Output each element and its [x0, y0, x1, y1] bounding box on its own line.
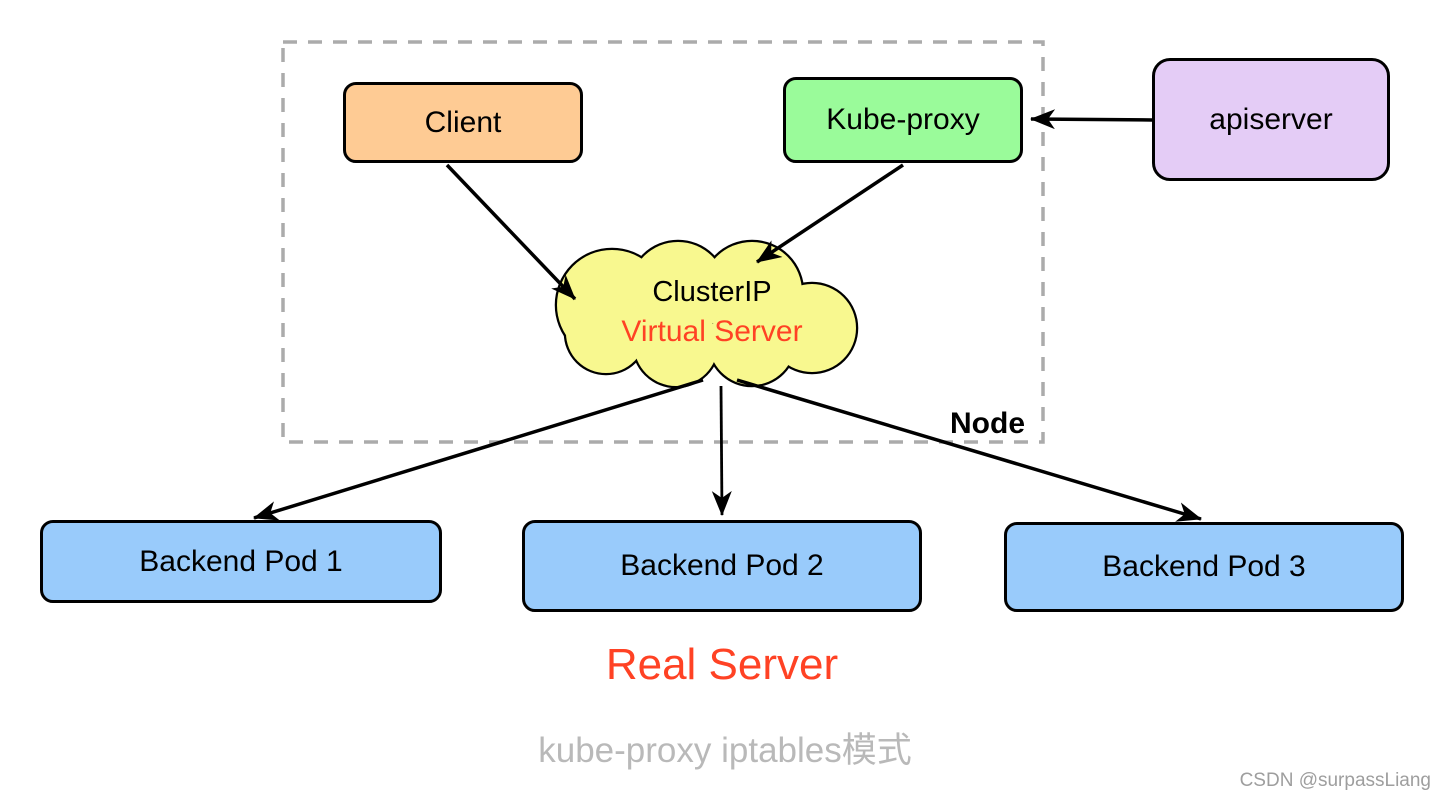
real-server-caption: Real Server [605, 640, 839, 689]
virtual-server-subtitle: Virtual Server [621, 315, 803, 348]
apiserver-node: apiserver [1152, 58, 1390, 181]
arrow-apiserver-to-kubeproxy [1030, 109, 1153, 130]
backend-pod-3-node: Backend Pod 3 [1004, 522, 1404, 612]
clusterip-title: ClusterIP [652, 276, 772, 308]
arrow-kubeproxy-to-clusterip [756, 163, 904, 264]
clusterip-cloud-fill [557, 242, 856, 386]
backend-pod-2-label: Backend Pod 2 [620, 549, 824, 582]
iptables-mode-caption: kube-proxy iptables模式 [538, 731, 912, 770]
node-boundary-label: Node [950, 407, 1025, 440]
clusterip-cloud-label: ClusterIP Virtual Server [559, 272, 865, 352]
kube-proxy-node: Kube-proxy [783, 77, 1023, 163]
arrow-client-to-clusterip [445, 163, 577, 301]
node-boundary [281, 40, 1045, 444]
client-label: Client [424, 105, 502, 139]
backend-pod-1-label: Backend Pod 1 [139, 544, 343, 578]
client-node: Client [343, 82, 583, 163]
backend-pod-1-node: Backend Pod 1 [40, 520, 442, 603]
backend-pod-3-label: Backend Pod 3 [1102, 550, 1306, 583]
csdn-watermark: CSDN @surpassLiang [1239, 770, 1431, 791]
backend-pod-2-node: Backend Pod 2 [522, 520, 922, 612]
arrow-clusterip-to-pod2 [711, 385, 732, 516]
kube-proxy-label: Kube-proxy [826, 103, 980, 136]
arrow-clusterip-to-pod1 [253, 378, 704, 521]
arrow-clusterip-to-pod3 [736, 378, 1202, 522]
apiserver-label: apiserver [1209, 102, 1333, 136]
